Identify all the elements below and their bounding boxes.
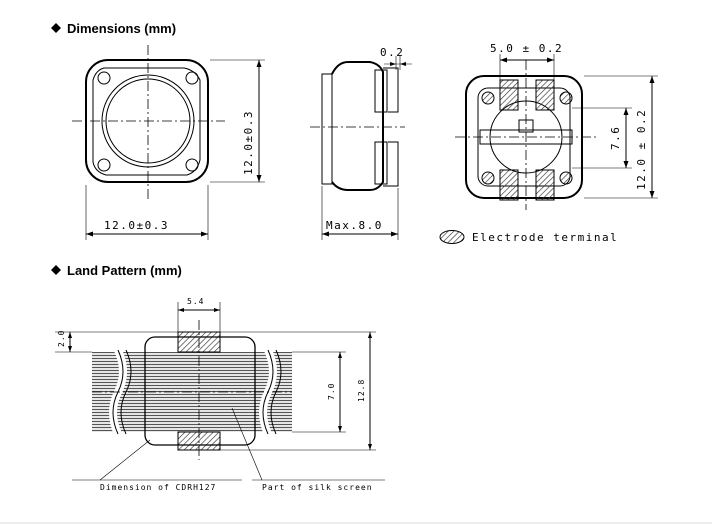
land-pattern-title: Land Pattern (mm) — [67, 263, 182, 278]
bottom-view: 5.0 ± 0.2 7.6 12.0 ± 0.2 — [455, 42, 658, 210]
top-view: 12.0±0.3 12.0±0.3 — [72, 45, 265, 240]
dimensions-title: Dimensions (mm) — [67, 21, 176, 36]
top-width-label: 12.0±0.3 — [104, 219, 169, 232]
diamond-bullet-icon — [51, 23, 61, 33]
outer-height-label: 12.8 — [357, 379, 366, 402]
top-offset-label: 2.0 — [57, 330, 66, 347]
dimensions-heading: Dimensions (mm) — [51, 21, 176, 36]
electrode-terminal-bottom-right — [535, 169, 555, 201]
silk-callout-label: Part of silk screen — [262, 483, 373, 492]
inner-height-label: 7.0 — [327, 383, 336, 400]
electrode-terminal-bottom-left — [499, 169, 519, 201]
pad-width-label: 5.4 — [187, 297, 204, 306]
land-pattern-drawing: 5.4 2.0 7.0 12.8 Dimension of CDRH127 Pa… — [55, 297, 385, 492]
side-max-label: Max.8.0 — [326, 219, 383, 232]
side-view: 0.2 Max.8.0 — [310, 46, 412, 240]
land-pattern-heading: Land Pattern (mm) — [51, 263, 182, 278]
electrode-terminal-top-left — [499, 79, 519, 111]
electrode-legend: Electrode terminal — [439, 230, 618, 244]
bottom-pitch-label: 7.6 — [609, 126, 622, 150]
electrode-terminal-top-right — [535, 79, 555, 111]
outline-callout-label: Dimension of CDRH127 — [100, 483, 216, 492]
top-height-label: 12.0±0.3 — [242, 110, 255, 175]
electrode-legend-label: Electrode terminal — [472, 231, 618, 244]
bottom-electrode-width-label: 5.0 ± 0.2 — [490, 42, 563, 55]
component-outline — [144, 336, 256, 446]
side-thickness-label: 0.2 — [380, 46, 404, 59]
diamond-bullet-icon — [51, 265, 61, 275]
bottom-height-label: 12.0 ± 0.2 — [635, 109, 648, 190]
electrode-hatch-icon — [439, 230, 465, 244]
